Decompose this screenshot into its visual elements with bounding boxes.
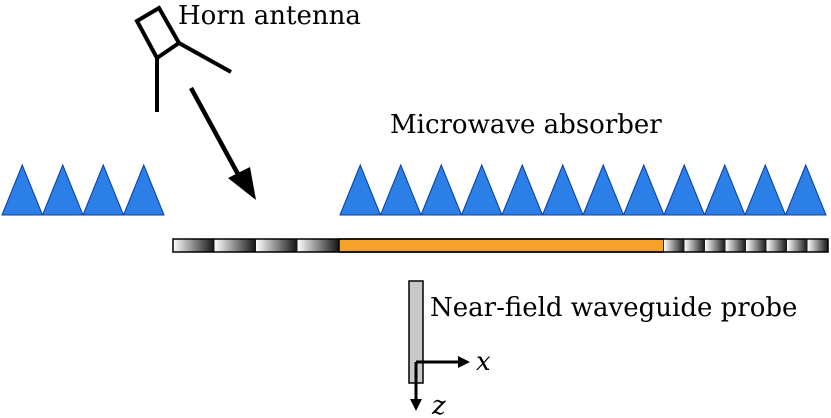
taper-right-segment bbox=[787, 239, 808, 252]
probe-label: Near-field waveguide probe bbox=[430, 293, 797, 323]
absorber-label: Microwave absorber bbox=[390, 110, 662, 140]
x-axis-label: x bbox=[476, 347, 491, 377]
absorber-right-cone bbox=[582, 163, 625, 216]
absorber-right-cone bbox=[379, 163, 422, 216]
absorber-right-cone bbox=[541, 163, 584, 216]
coordinate-axes bbox=[410, 356, 470, 411]
taper-right-segment bbox=[766, 239, 788, 252]
absorber-left-cone bbox=[122, 163, 165, 216]
absorber-right-cone bbox=[420, 163, 463, 216]
taper-right-segment bbox=[807, 239, 829, 252]
absorber-right-cone bbox=[703, 163, 746, 216]
absorber-right-cone bbox=[339, 163, 382, 216]
horn-antenna-label: Horn antenna bbox=[178, 1, 361, 31]
sample-material bbox=[338, 238, 665, 253]
taper-left-segment bbox=[214, 239, 257, 252]
absorber-right-cone bbox=[784, 163, 827, 216]
sample-strip-border bbox=[172, 238, 829, 253]
taper-right-segment bbox=[705, 239, 726, 252]
horn-antenna-throat bbox=[155, 41, 181, 60]
taper-right bbox=[664, 239, 829, 252]
horn-antenna-outline bbox=[134, 5, 232, 112]
taper-right-segment bbox=[746, 239, 767, 252]
taper-right-segment bbox=[664, 239, 685, 252]
taper-left-segment bbox=[297, 239, 340, 252]
absorber-left bbox=[1, 163, 165, 216]
taper-right-segment bbox=[684, 239, 706, 252]
absorber-right bbox=[339, 163, 827, 216]
taper-left bbox=[173, 239, 340, 252]
absorber-right-cone bbox=[663, 163, 706, 216]
z-axis-label: z bbox=[431, 391, 446, 418]
absorber-left-cone bbox=[1, 163, 44, 216]
incident-wave-arrow bbox=[189, 86, 256, 200]
taper-left-segment bbox=[173, 239, 215, 252]
absorber-right-cone bbox=[501, 163, 544, 216]
absorber-left-cone bbox=[41, 163, 84, 216]
taper-right-segment bbox=[725, 239, 747, 252]
absorber-right-cone bbox=[744, 163, 787, 216]
absorber-right-cone bbox=[622, 163, 665, 216]
sample-strip bbox=[172, 238, 829, 253]
horn-antenna bbox=[134, 5, 232, 112]
absorber-right-cone bbox=[460, 163, 503, 216]
absorber-left-cone bbox=[82, 163, 125, 216]
taper-left-segment bbox=[256, 239, 298, 252]
